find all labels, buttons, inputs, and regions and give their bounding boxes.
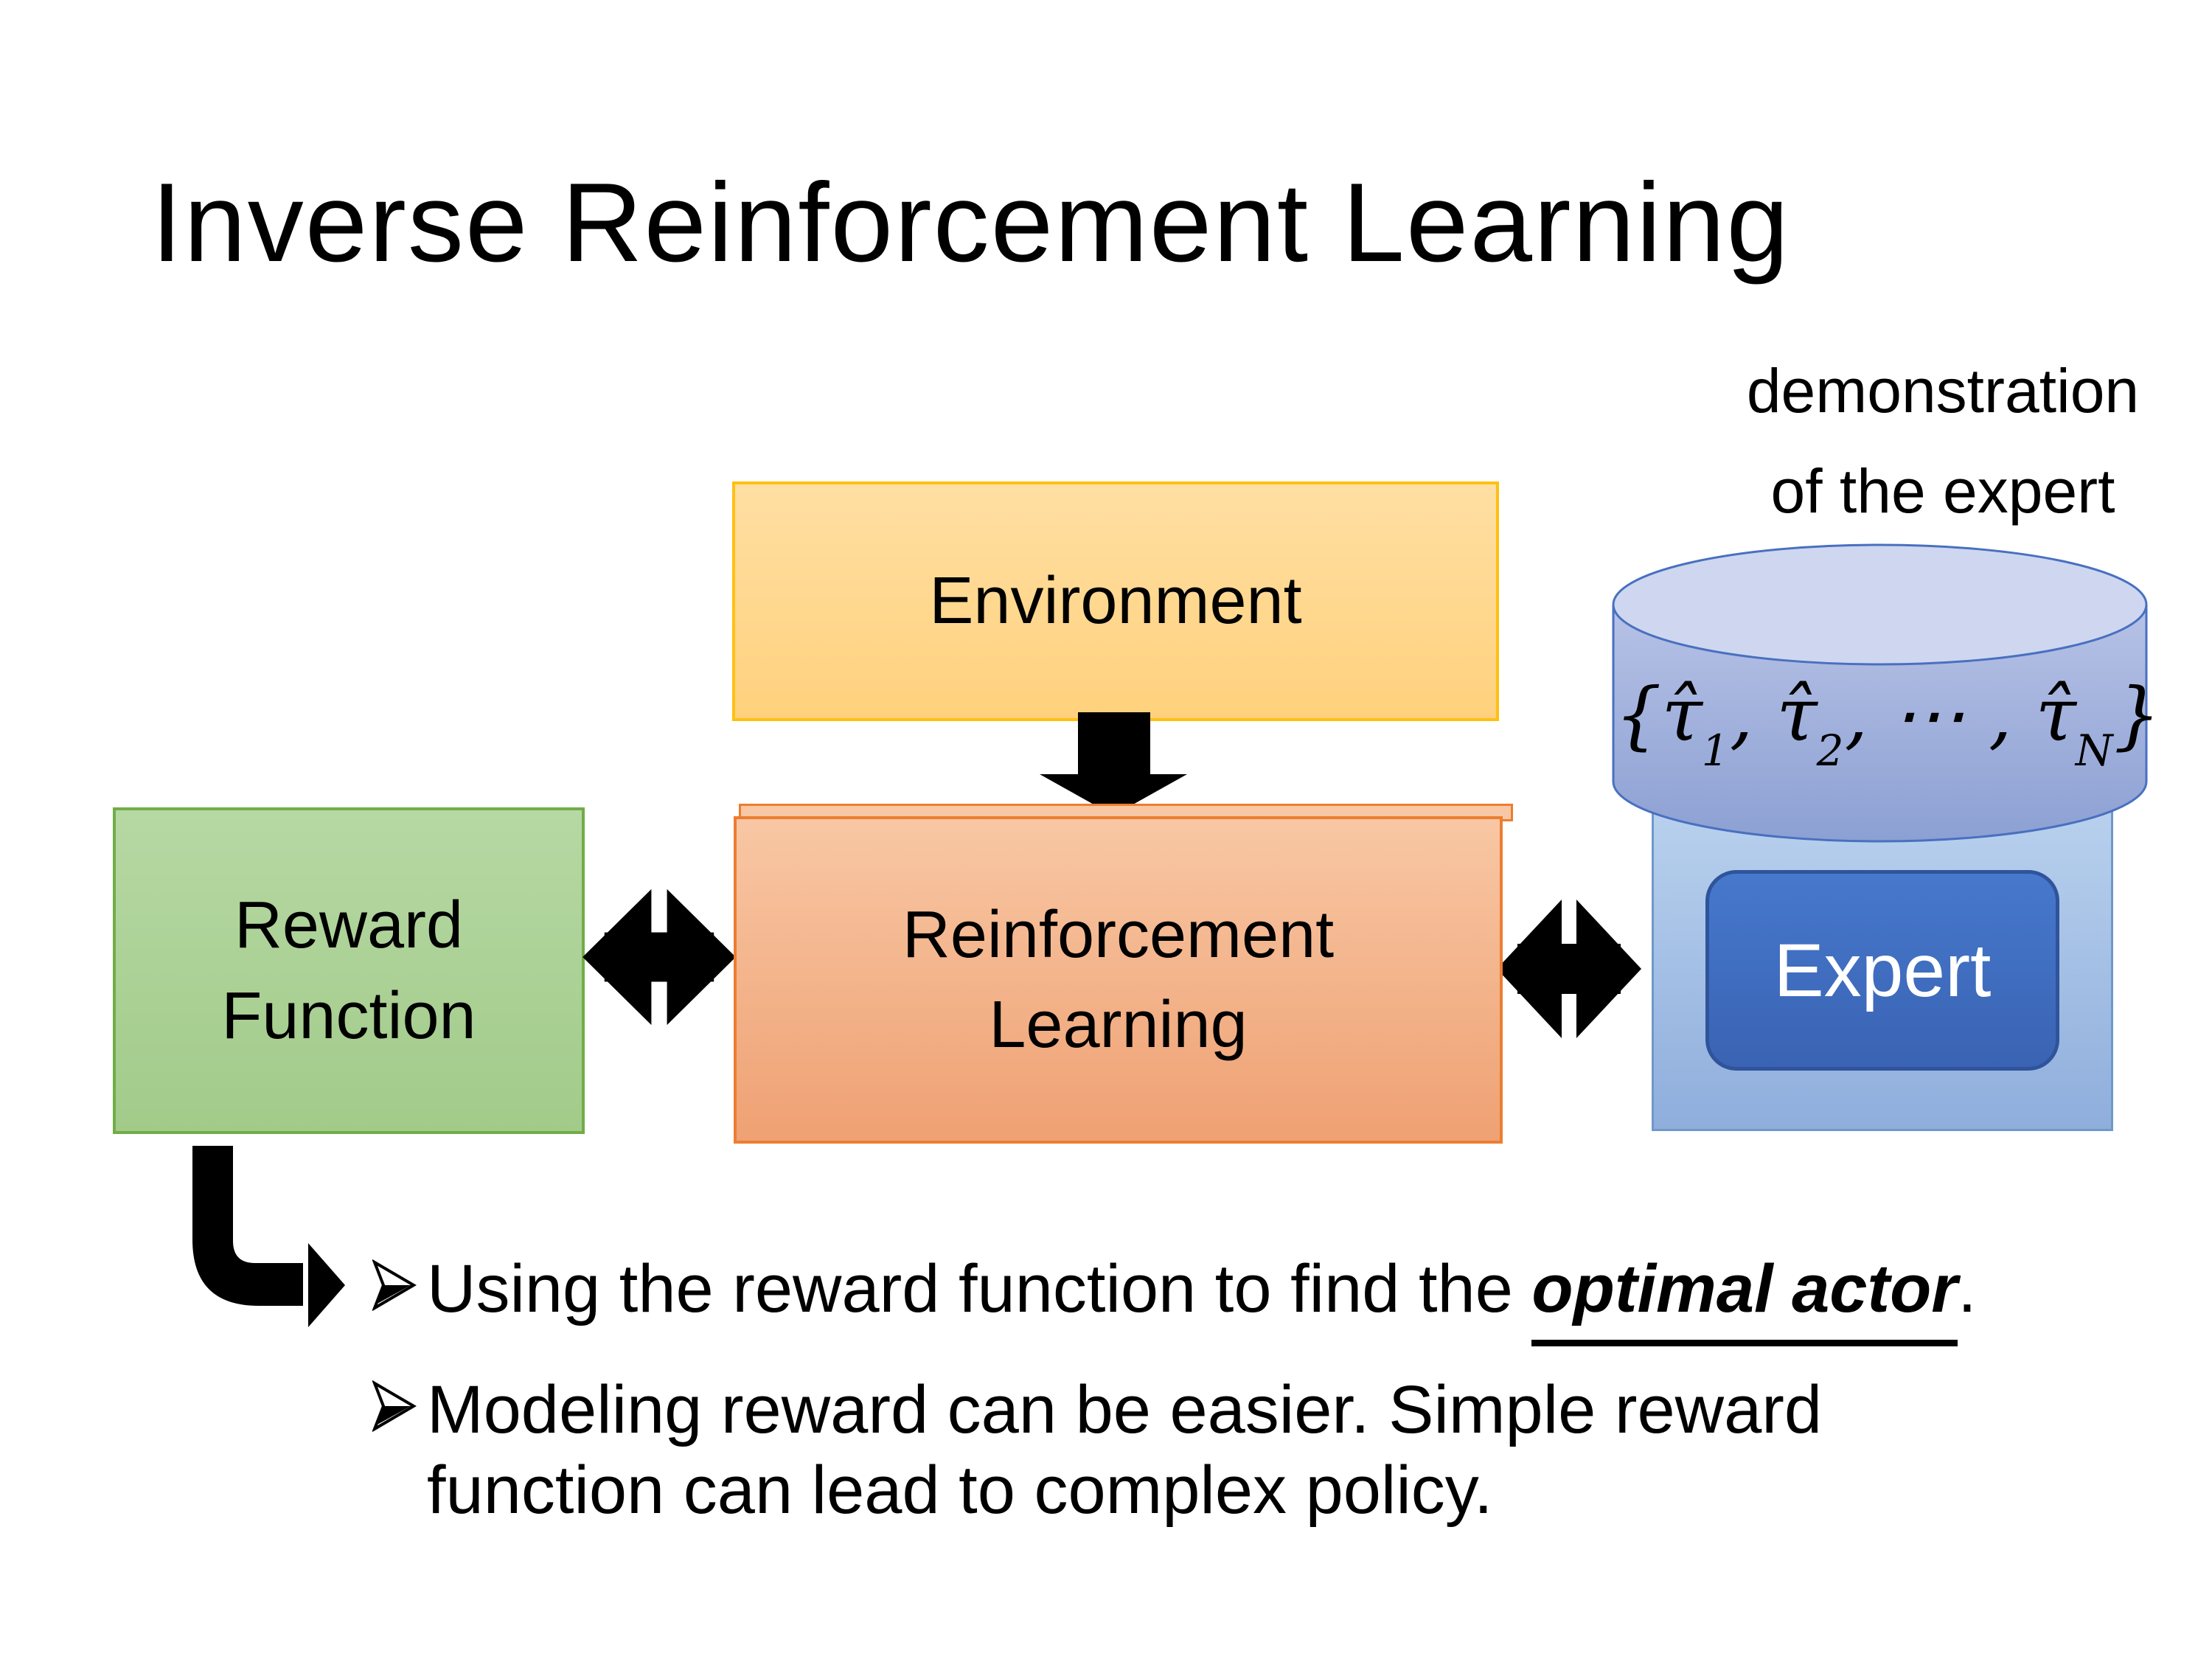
- bullet-2-line2: function can lead to complex policy.: [427, 1452, 1493, 1528]
- rl-label-line1: Reinforcement: [902, 897, 1335, 972]
- formula-part: , ⋯ , τ̂: [1844, 672, 2076, 758]
- bullet-2-line1: Modeling reward can be easier. Simple re…: [427, 1372, 1823, 1447]
- down-arrow-icon: [1040, 712, 1187, 815]
- environment-label: Environment: [929, 564, 1302, 639]
- formula-part: {τ̂: [1615, 672, 1703, 758]
- reward-function-box: Reward Function: [113, 807, 585, 1134]
- double-arrow-icon-left: [582, 888, 736, 1026]
- trajectory-set-formula: {τ̂1, τ̂2, ⋯ , τ̂N}: [1615, 667, 2160, 789]
- bullet-item-2: Modeling reward can be easier. Simple re…: [372, 1370, 1921, 1530]
- formula-subscript: N: [2075, 725, 2113, 776]
- bullet-1-prefix: Using the reward function to find the: [427, 1251, 1532, 1326]
- page-title: Inverse Reinforcement Learning: [151, 160, 1790, 285]
- formula-subscript: 1: [1701, 725, 1729, 776]
- reward-label-line1: Reward: [234, 888, 464, 963]
- formula-subscript: 2: [1816, 725, 1844, 776]
- bullet-1-suffix: .: [1958, 1251, 1977, 1326]
- demonstration-label-line1: demonstration: [1746, 356, 2140, 425]
- expert-label: Expert: [1773, 928, 1992, 1012]
- formula-part: , τ̂: [1729, 672, 1818, 758]
- bullet-arrow-icon: [372, 1259, 417, 1312]
- bullet-2-text: Modeling reward can be easier. Simple re…: [427, 1370, 1822, 1530]
- bullet-1-emphasis: optimal actor: [1531, 1251, 1958, 1346]
- bullet-arrow-icon: [372, 1380, 417, 1433]
- formula-part: }: [2113, 672, 2161, 758]
- reinforcement-learning-box: Reinforcement Learning: [734, 816, 1503, 1144]
- database-cylinder-icon: [1612, 543, 2148, 843]
- environment-box: Environment: [732, 481, 1499, 721]
- double-arrow-icon-right: [1497, 900, 1641, 1038]
- expert-box: Expert: [1705, 870, 2059, 1071]
- reward-label-line2: Function: [221, 978, 476, 1053]
- rl-label-line2: Learning: [989, 988, 1248, 1062]
- bullet-1-text: Using the reward function to find the op…: [427, 1249, 1977, 1346]
- bullet-item-1: Using the reward function to find the op…: [372, 1249, 2142, 1346]
- elbow-arrow-icon: [192, 1146, 345, 1327]
- demonstration-label: demonstration of the expert: [1681, 341, 2205, 541]
- demonstration-label-line2: of the expert: [1770, 456, 2115, 526]
